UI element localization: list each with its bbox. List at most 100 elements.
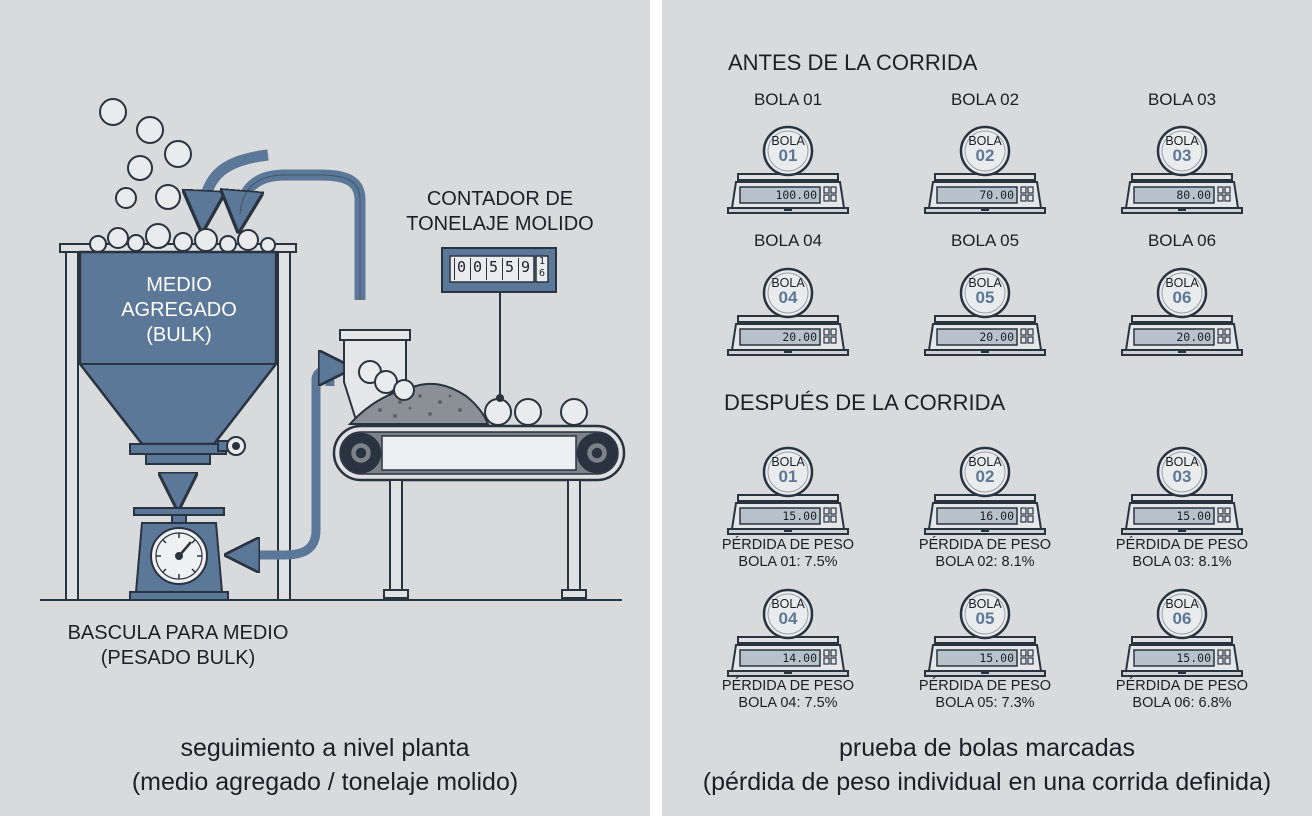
ball-number-label: 03: [1172, 146, 1192, 165]
scale-weight-readout: 20.00: [979, 330, 1014, 344]
ball-name-label: BOLA 06: [1147, 231, 1217, 250]
ball-name-label: BOLA 03: [1147, 90, 1217, 109]
ball-name-label: BOLA 02: [950, 90, 1020, 109]
counter-roller-digit: 1: [538, 256, 546, 267]
counter-label-line-2: TONELAJE MOLIDO: [406, 213, 594, 235]
ball-number-label: 02: [975, 146, 995, 165]
weight-loss-title: PÉRDIDA DE PESO: [918, 678, 1052, 694]
weight-loss-value: BOLA 05: 7.3%: [935, 695, 1035, 711]
ball-on-scale-after-2: [924, 446, 1046, 535]
ball-number-label: 01: [778, 146, 798, 165]
right-caption: prueba de bolas marcadas (pérdida de pes…: [662, 731, 1312, 799]
marked-ball: [959, 446, 1011, 498]
ball-word-label: BOLA: [968, 134, 1002, 148]
ball-on-scale-after-3: [1121, 446, 1243, 535]
weight-loss-title: PÉRDIDA DE PESO: [1115, 537, 1249, 553]
scale-keypad-icon: [823, 507, 837, 523]
weight-loss-title: PÉRDIDA DE PESO: [721, 537, 855, 553]
marked-ball: [959, 267, 1011, 319]
ball-on-scale-after-1: [727, 446, 849, 535]
plant-level-tracking-panel: MEDIO AGREGADO (BULK) CONTADOR DE TONELA…: [0, 0, 650, 816]
left-caption-title: seguimiento a nivel planta: [180, 734, 470, 762]
scale-lcd: [739, 186, 821, 204]
ball-number-label: 05: [975, 288, 995, 307]
ball-number-label: 04: [778, 609, 798, 628]
scale-lcd: [936, 507, 1018, 525]
ball-word-label: BOLA: [771, 276, 805, 290]
ball-name-label: BOLA 01: [753, 90, 823, 109]
ball-number-label: 06: [1172, 288, 1192, 307]
scale-keypad-icon: [1217, 649, 1231, 665]
scale-keypad-icon: [1020, 186, 1034, 202]
marked-ball: [762, 267, 814, 319]
ball-name-label: BOLA 04: [753, 231, 823, 250]
weight-loss-title: PÉRDIDA DE PESO: [918, 537, 1052, 553]
bulk-scale-label-line-1: BASCULA PARA MEDIO: [67, 622, 289, 644]
ball-number-label: 01: [778, 467, 798, 486]
feed-arrow-1: [203, 149, 269, 214]
right-caption-subtitle: (pérdida de peso individual en una corri…: [702, 768, 1272, 796]
weight-loss-value: BOLA 01: 7.5%: [738, 554, 838, 570]
ball-on-scale-after-5: [924, 588, 1046, 677]
scale-weight-readout: 15.00: [979, 651, 1014, 665]
counter-roller: 1 6: [537, 256, 547, 282]
scale-keypad-icon: [823, 649, 837, 665]
scale-weight-readout: 100.00: [775, 188, 817, 202]
scale-lcd: [739, 328, 821, 346]
scale-weight-readout: 20.00: [1176, 330, 1211, 344]
conveyor-legs: [383, 479, 587, 599]
weight-loss-value: BOLA 04: 7.5%: [738, 695, 838, 711]
scale-lcd: [1133, 186, 1215, 204]
marked-ball: [959, 588, 1011, 640]
ball-number-label: 05: [975, 609, 995, 628]
counter-digit: 0: [454, 258, 468, 280]
scale-weight-readout: 15.00: [1176, 651, 1211, 665]
ball-on-scale-before-5: [924, 267, 1046, 356]
counter-label-line-1: CONTADOR DE: [426, 188, 574, 210]
weight-loss-value: BOLA 06: 6.8%: [1132, 695, 1232, 711]
scale-weight-readout: 20.00: [782, 330, 817, 344]
marked-ball-test-panel: ANTES DE LA CORRIDA DESPUÉS DE LA CORRID…: [662, 0, 1312, 816]
counter-label: CONTADOR DE TONELAJE MOLIDO: [398, 187, 602, 237]
scale-weight-readout: 80.00: [1176, 188, 1211, 202]
ball-on-scale-after-6: [1121, 588, 1243, 677]
right-caption-title: prueba de bolas marcadas: [838, 734, 1136, 762]
left-caption: seguimiento a nivel planta (medio agrega…: [0, 731, 650, 799]
scale-keypad-icon: [1020, 328, 1034, 344]
after-run-title: DESPUÉS DE LA CORRIDA: [724, 390, 1006, 415]
tonnage-counter-icon: [441, 247, 557, 402]
bulk-scale-label-line-2: (PESADO BULK): [100, 647, 256, 669]
counter-digit: 0: [470, 258, 484, 280]
scale-keypad-icon: [823, 186, 837, 202]
ball-scales-diagram: [727, 125, 1243, 677]
marked-ball: [762, 125, 814, 177]
counter-digit: 9: [518, 258, 532, 280]
ball-number-label: 03: [1172, 467, 1192, 486]
weight-loss-value: BOLA 02: 8.1%: [935, 554, 1035, 570]
conveyor-belt: [332, 424, 626, 482]
ball-word-label: BOLA: [1165, 276, 1199, 290]
ball-word-label: BOLA: [968, 455, 1002, 469]
scale-lcd: [1133, 328, 1215, 346]
scale-lcd: [936, 649, 1018, 667]
weight-loss-title: PÉRDIDA DE PESO: [1115, 678, 1249, 694]
ball-word-label: BOLA: [968, 597, 1002, 611]
scale-weight-readout: 16.00: [979, 509, 1014, 523]
hopper-label-line-2: AGREGADO: [121, 299, 237, 321]
ball-on-scale-before-1: [727, 125, 849, 214]
counter-digits: 0 0 5 5 9: [452, 258, 532, 280]
marked-ball: [959, 125, 1011, 177]
bulk-scale-icon: [129, 507, 229, 601]
scale-lcd: [936, 328, 1018, 346]
scale-lcd: [739, 649, 821, 667]
ball-on-scale-before-3: [1121, 125, 1243, 214]
scale-keypad-icon: [1020, 507, 1034, 523]
left-caption-subtitle: (medio agregado / tonelaje molido): [131, 768, 519, 796]
scale-keypad-icon: [1217, 186, 1231, 202]
weight-loss-title: PÉRDIDA DE PESO: [721, 678, 855, 694]
scale-lcd: [739, 507, 821, 525]
hopper-label: MEDIO AGREGADO (BULK): [84, 273, 274, 348]
scale-weight-readout: 15.00: [1176, 509, 1211, 523]
scale-weight-readout: 70.00: [979, 188, 1014, 202]
